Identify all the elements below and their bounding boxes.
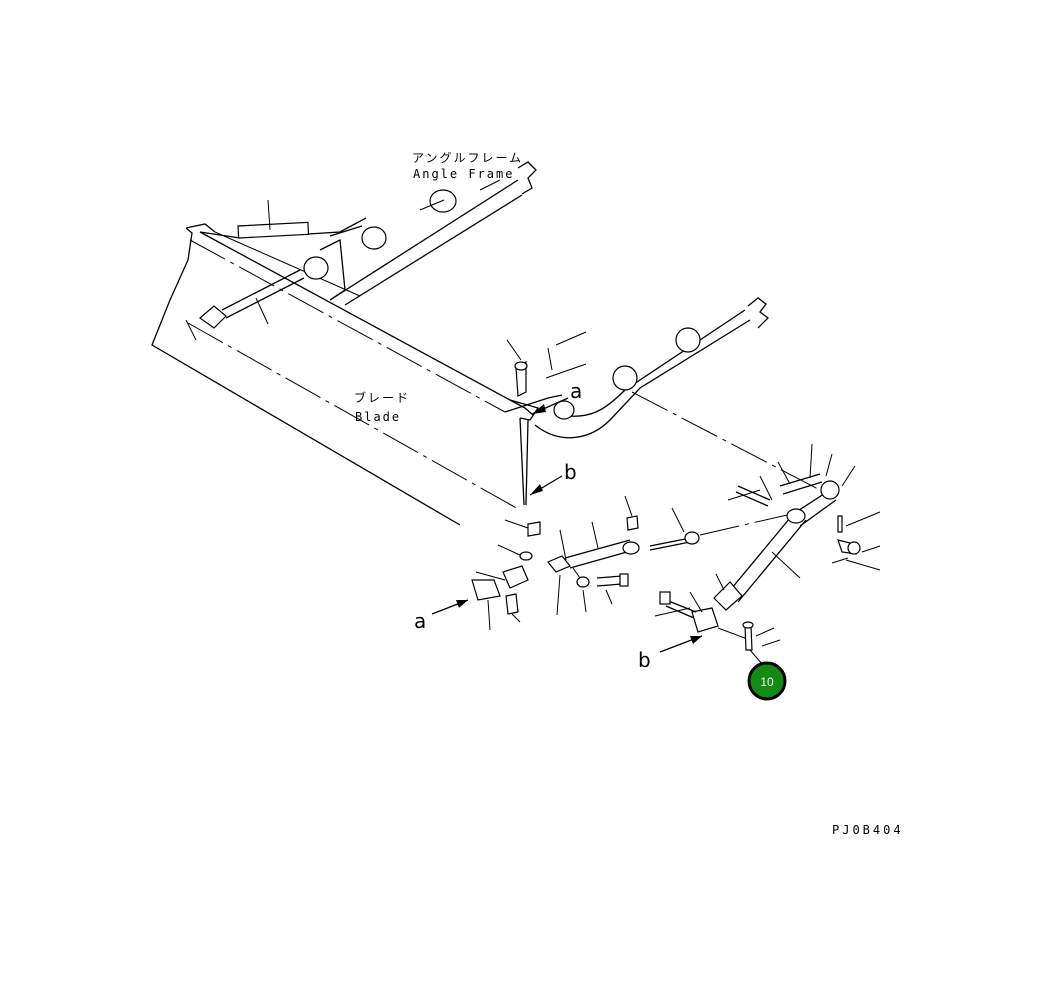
right-side-pins (831, 511, 881, 571)
rod-assembly (547, 507, 801, 616)
right-long-cylinder (713, 480, 840, 611)
ref-label-a-lower: a (414, 609, 426, 633)
angle-frame-label-jp: アングルフレーム (412, 151, 523, 165)
ref-label-a-upper: a (570, 379, 582, 403)
ref-arrow-a-upper (531, 397, 569, 415)
center-pin-parts (506, 331, 587, 397)
blade (151, 223, 540, 526)
angle-frame (214, 161, 821, 491)
clamp-left (471, 565, 529, 631)
drawing-code: PJ0B404 (832, 823, 904, 837)
blade-label-en: Blade (355, 410, 401, 424)
bolt-washer (572, 567, 629, 613)
lower-cylinder (185, 269, 305, 341)
ball-joint-right (553, 327, 701, 420)
angle-frame-label-en: Angle Frame (413, 167, 514, 181)
blade-label-jp: ブレード (354, 390, 410, 405)
ref-arrow-b-lower (659, 635, 703, 653)
callout-number: 10 (760, 675, 774, 689)
ref-label-b-upper: b (564, 460, 577, 484)
callout-badge[interactable]: 10 (747, 661, 787, 701)
upper-cylinder (199, 199, 367, 239)
grease-fittings (497, 495, 639, 623)
ref-label-b-lower: b (638, 648, 651, 672)
ball-joint-upper (303, 189, 457, 280)
ref-arrow-b-upper (529, 475, 563, 496)
ref-arrow-a-lower (431, 599, 469, 615)
right-upper-pins (727, 443, 856, 507)
callout-pin (742, 621, 781, 666)
clamp-right (654, 591, 751, 641)
